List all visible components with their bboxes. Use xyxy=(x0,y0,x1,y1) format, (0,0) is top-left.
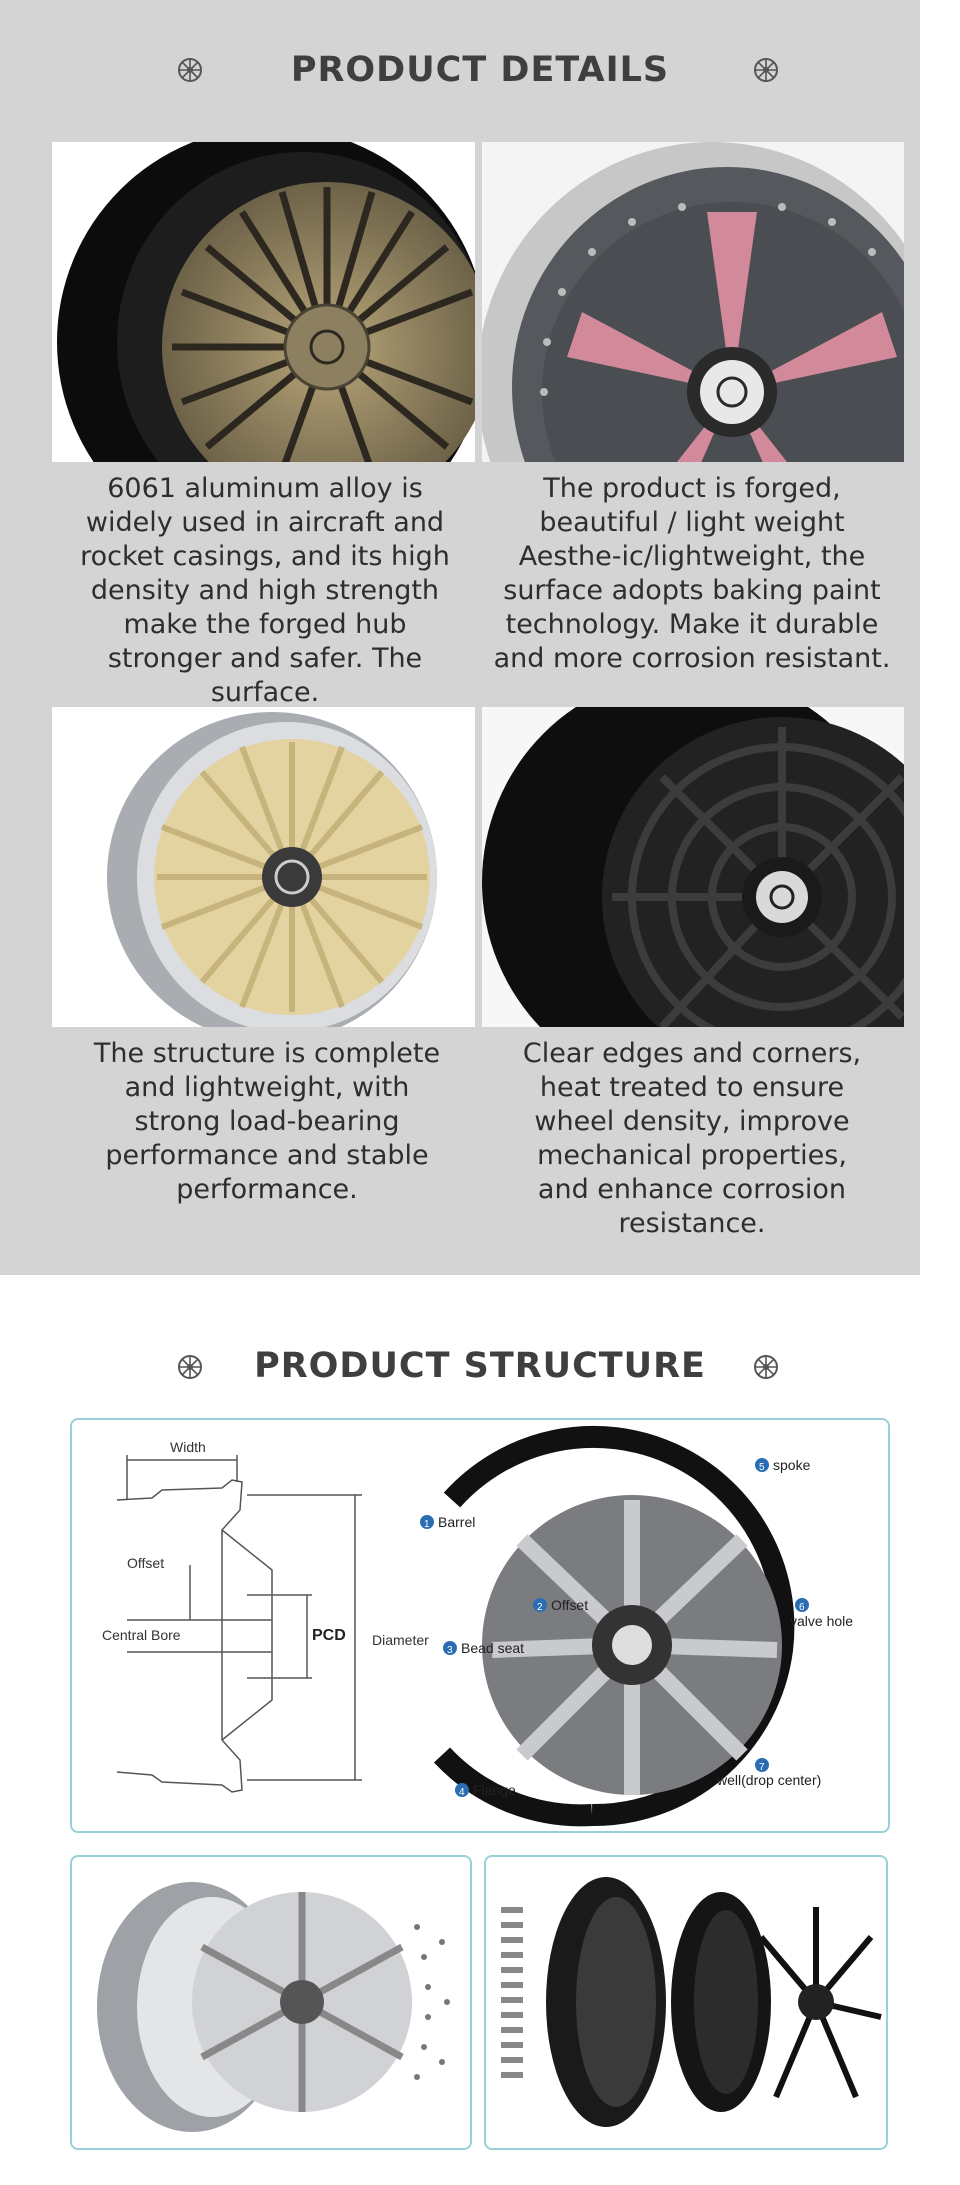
barrel-label: Barrel xyxy=(438,1514,475,1530)
svg-text:1: 1 xyxy=(424,1519,430,1530)
wheel-icon xyxy=(754,1355,778,1379)
svg-text:2: 2 xyxy=(537,1602,543,1613)
detail-caption-3: The structure is complete and lightweigh… xyxy=(93,1038,441,1205)
wheel-icon xyxy=(178,58,202,82)
flange-label: Flange xyxy=(473,1782,516,1798)
diameter-label: Diameter xyxy=(372,1632,429,1648)
bronze-wheel-photo xyxy=(52,142,475,462)
offset-part-label: Offset xyxy=(551,1597,588,1613)
product-structure-title: PRODUCT STRUCTURE xyxy=(254,1346,706,1386)
edge-strip xyxy=(920,0,960,1275)
exploded-wheel-silver-panel xyxy=(70,1855,472,2150)
detail-caption-4: Clear edges and corners, heat treated to… xyxy=(522,1038,862,1239)
detail-caption-1: 6061 aluminum alloy is widely used in ai… xyxy=(80,473,450,708)
svg-text:6: 6 xyxy=(799,1602,805,1613)
svg-text:5: 5 xyxy=(759,1462,765,1473)
central-bore-label: Central Bore xyxy=(102,1627,181,1643)
offset-dim-label: Offset xyxy=(127,1555,164,1571)
gold-mesh-wheel-photo xyxy=(52,707,475,1027)
svg-text:3: 3 xyxy=(447,1645,453,1656)
exploded-wheel-black-panel xyxy=(484,1855,888,2150)
wheel-icon xyxy=(754,58,778,82)
wheel-icon xyxy=(178,1355,202,1379)
black-mesh-wheel-photo xyxy=(482,707,904,1027)
well-label: well(drop center) xyxy=(716,1772,821,1788)
valve-hole-label: valve hole xyxy=(790,1613,853,1629)
product-details-title: PRODUCT DETAILS xyxy=(290,50,670,90)
svg-text:4: 4 xyxy=(459,1787,465,1798)
detail-caption-2: The product is forged, beautiful / light… xyxy=(493,473,891,674)
wheel-structure-diagram: Width Offset Central Bore PCD Diameter 1… xyxy=(70,1418,890,1833)
spoke-label: spoke xyxy=(773,1457,811,1473)
svg-text:7: 7 xyxy=(759,1762,765,1773)
pink-wheel-photo xyxy=(482,142,904,462)
pcd-label: PCD xyxy=(312,1627,346,1644)
width-label: Width xyxy=(170,1439,206,1455)
bead-seat-label: Bead seat xyxy=(461,1640,524,1656)
